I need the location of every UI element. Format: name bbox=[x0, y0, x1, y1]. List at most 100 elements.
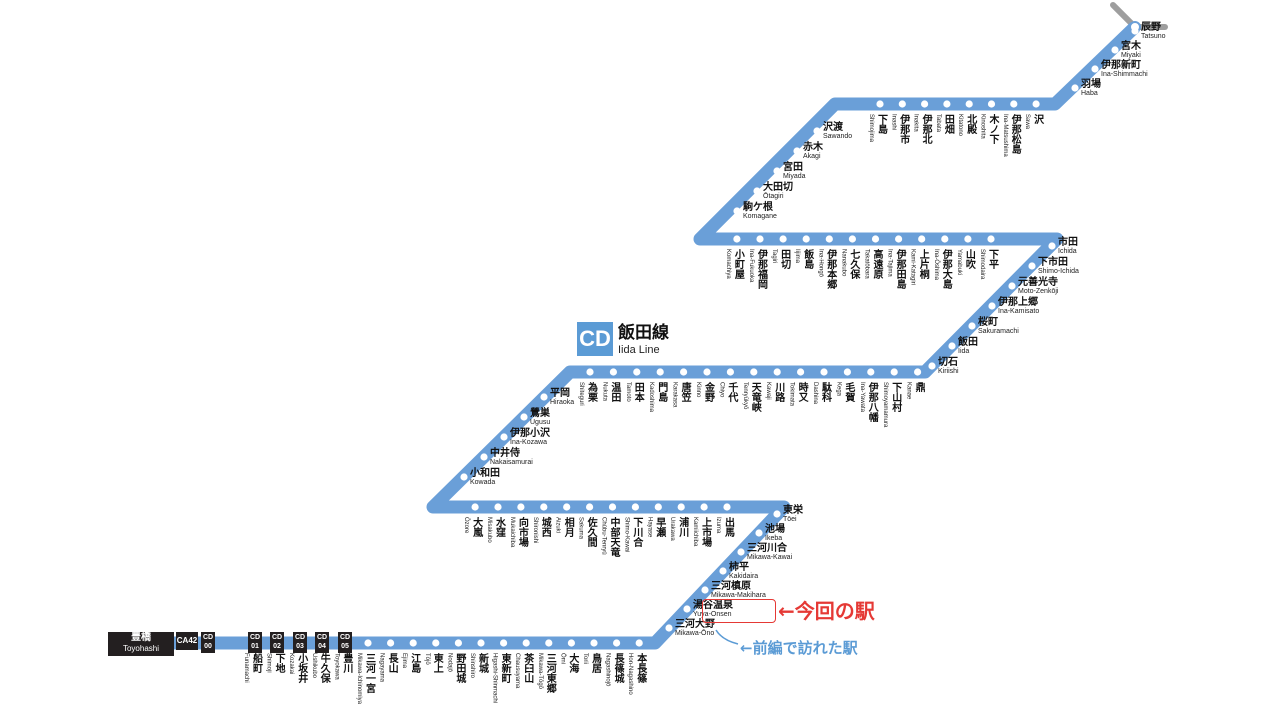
station-name-en: Takatōbara bbox=[864, 249, 870, 279]
station-name-ja: 佐久間 bbox=[585, 516, 598, 548]
line-name: 飯田線 Iida Line bbox=[618, 323, 669, 357]
station-name-ja: 為栗 bbox=[586, 381, 599, 403]
station-name-ja: 城西 bbox=[539, 516, 551, 538]
station-name-en: Shinshiro bbox=[469, 653, 475, 679]
station-dot bbox=[701, 586, 709, 594]
station-name-ja: 飯島 bbox=[802, 248, 815, 270]
station-name-ja: 伊那北 bbox=[920, 113, 933, 145]
previous-station-arrow bbox=[715, 629, 739, 645]
station-name-ja: 池場 bbox=[765, 522, 785, 535]
station-name-en: Karakasa bbox=[672, 382, 678, 408]
station-name-en: Kega bbox=[835, 382, 841, 397]
station-name-en: Ōzore bbox=[463, 517, 470, 534]
station-dot bbox=[563, 503, 571, 511]
station-name-en: Nodajō bbox=[446, 653, 452, 673]
station-dot bbox=[750, 368, 758, 376]
station-dot bbox=[700, 503, 708, 511]
station-name-en: Ōtagiri bbox=[763, 192, 784, 200]
station-dot bbox=[843, 368, 852, 376]
station-name-en: Ina-Tajima bbox=[887, 249, 893, 277]
station-dot bbox=[876, 100, 884, 108]
station-dot bbox=[586, 503, 594, 511]
station-name-en: Moto-Zenkōji bbox=[1018, 288, 1059, 295]
station-name-ja: 小和田 bbox=[469, 466, 500, 479]
station-dot bbox=[609, 368, 618, 376]
station-name-en: Iida bbox=[958, 348, 969, 355]
station-name-en: Higashi-Shinmachi bbox=[492, 653, 498, 703]
station-name-en: Tamoto bbox=[625, 382, 631, 402]
station-name-ja: 高遠原 bbox=[871, 248, 883, 280]
station-dot bbox=[680, 368, 688, 376]
station-name-ja: 上片桐 bbox=[917, 248, 929, 280]
station-name-ja: 長山 bbox=[386, 653, 398, 674]
station-name-ja: 伊那小沢 bbox=[509, 426, 551, 439]
station-dot bbox=[635, 639, 643, 647]
station-name-en: Yuya-Onsen bbox=[693, 611, 732, 618]
station-name-ja: 田本 bbox=[632, 382, 644, 403]
station-dot bbox=[797, 368, 805, 376]
station-dot bbox=[820, 368, 828, 376]
station-name-en: Shimoyamamura bbox=[882, 382, 888, 428]
station-dot bbox=[1071, 84, 1079, 92]
station-name-en: Akagi bbox=[803, 153, 821, 160]
station-dot bbox=[943, 100, 951, 108]
station-name-ja: 伊那本郷 bbox=[825, 248, 838, 290]
station-name-ja: 長篠城 bbox=[612, 653, 624, 684]
station-name-ja: 下川合 bbox=[631, 517, 644, 548]
station-name-ja: 茶臼山 bbox=[522, 652, 535, 684]
station-name-en: Toyokawa bbox=[333, 653, 339, 680]
station-name-ja: 駒ケ根 bbox=[742, 200, 773, 213]
station-name-ja: 東上 bbox=[431, 652, 443, 673]
station-dot bbox=[755, 529, 763, 537]
station-name-en: Kiriishi bbox=[938, 368, 959, 375]
station-dot bbox=[779, 235, 787, 243]
station-name-ja: 伊那八幡 bbox=[866, 381, 879, 423]
station-dot bbox=[890, 368, 898, 376]
station-name-en: Ina-Kozawa bbox=[510, 439, 547, 446]
station-dot bbox=[871, 235, 880, 243]
station-name-ja: 三河槙原 bbox=[711, 579, 751, 592]
station-name-ja: 宮木 bbox=[1121, 39, 1142, 52]
station-name-en: Chiyo bbox=[718, 382, 724, 398]
station-name-en: Ina-Ōshima bbox=[933, 249, 940, 281]
station-code-number: 01 bbox=[251, 643, 259, 650]
station-name-ja: 伊那福岡 bbox=[756, 248, 769, 290]
station-name-ja: 伊那田島 bbox=[894, 248, 907, 290]
station-dot bbox=[921, 100, 929, 108]
station-dot bbox=[460, 473, 468, 481]
station-name-ja: 毛賀 bbox=[843, 381, 856, 403]
station-dot bbox=[677, 503, 685, 511]
station-name-ja: 七久保 bbox=[848, 248, 861, 280]
station-name-en: Shimo-Kawai bbox=[623, 517, 629, 552]
station-name-en: Ina-Kamisato bbox=[998, 308, 1039, 315]
station-name-ja: 千代 bbox=[726, 381, 739, 403]
station-dot bbox=[802, 235, 810, 243]
station-name-en: Iijima bbox=[794, 249, 800, 264]
station-name-ja: 伊那市 bbox=[898, 113, 911, 145]
station-name-en: Tenryūkyō bbox=[742, 382, 748, 410]
station-dot bbox=[719, 567, 727, 575]
station-dot bbox=[1131, 27, 1139, 35]
station-dot bbox=[1028, 262, 1036, 270]
station-dot bbox=[723, 503, 731, 511]
station-name-en: Ina-Matsushima bbox=[1002, 114, 1008, 157]
station-name-ja: 向市場 bbox=[516, 516, 528, 548]
station-name-en: Mikawa-Tōgō bbox=[537, 653, 543, 690]
station-name-ja: 川路 bbox=[773, 382, 786, 403]
station-name-en: Kamiichiba bbox=[692, 517, 698, 547]
station-name-en: Funamachi bbox=[243, 653, 249, 683]
station-name-en: Kami-Katagiri bbox=[910, 249, 916, 285]
station-dot bbox=[454, 639, 462, 647]
current-station-note: ←今回の駅 bbox=[778, 599, 875, 623]
station-name-ja: 下地 bbox=[273, 653, 285, 673]
station-name-ja: 相月 bbox=[562, 516, 575, 538]
station-name-en: Mikawa-Makihara bbox=[711, 592, 766, 599]
station-name-ja: 元善光寺 bbox=[1018, 275, 1058, 288]
station-name-ja: 豊川 bbox=[341, 652, 354, 674]
station-name-ja: 田切 bbox=[779, 249, 791, 270]
station-name-ja: 大嵐 bbox=[471, 516, 483, 538]
station-name-en: Torii bbox=[582, 653, 588, 664]
station-name-en: Ejima bbox=[401, 653, 407, 669]
